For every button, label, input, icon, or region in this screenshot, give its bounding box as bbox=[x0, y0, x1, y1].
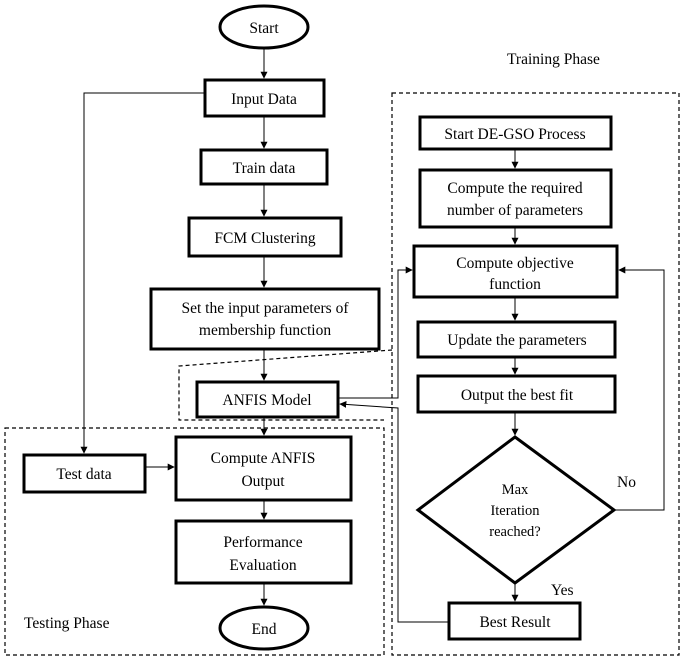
best-result-label: Best Result bbox=[479, 614, 551, 631]
input-data-node: Input Data bbox=[203, 78, 326, 118]
decision-label-1: Max bbox=[502, 482, 529, 498]
update-params-node: Update the parameters bbox=[416, 320, 617, 359]
compute-objective-node: Compute objective function bbox=[412, 244, 619, 299]
performance-label-2: Evaluation bbox=[229, 557, 296, 574]
testing-phase-label: Testing Phase bbox=[24, 615, 110, 632]
end-label: End bbox=[252, 621, 277, 638]
compute-anfis-node: Compute ANFIS Output bbox=[174, 435, 353, 502]
start-degso-label: Start DE-GSO Process bbox=[444, 126, 585, 143]
end-node: End bbox=[218, 605, 310, 651]
anfis-model-label: ANFIS Model bbox=[222, 392, 311, 409]
arrow-no-loop bbox=[614, 266, 665, 511]
train-data-node: Train data bbox=[199, 148, 329, 186]
fcm-clustering-label: FCM Clustering bbox=[214, 230, 315, 247]
test-data-label: Test data bbox=[56, 466, 111, 483]
compute-anfis-label-1: Compute ANFIS bbox=[211, 450, 316, 467]
compute-objective-label-2: function bbox=[489, 276, 541, 293]
decision-node: Max Iteration reached? bbox=[415, 435, 617, 585]
start-degso-node: Start DE-GSO Process bbox=[418, 115, 613, 151]
output-best-label: Output the best fit bbox=[461, 387, 574, 404]
train-data-label: Train data bbox=[233, 160, 296, 177]
arrow-anfis-objective bbox=[338, 266, 413, 399]
set-params-node: Set the input parameters of membership f… bbox=[149, 287, 381, 351]
performance-label-1: Performance bbox=[223, 534, 302, 551]
decision-label-2: Iteration bbox=[490, 503, 540, 519]
start-label: Start bbox=[249, 20, 279, 37]
performance-node: Performance Evaluation bbox=[174, 519, 353, 585]
anfis-model-node: ANFIS Model bbox=[195, 380, 340, 419]
input-data-label: Input Data bbox=[231, 91, 297, 108]
arrow-best-anfis bbox=[339, 400, 449, 623]
best-result-node: Best Result bbox=[447, 601, 582, 641]
no-label: No bbox=[617, 474, 636, 491]
anfis-region-border bbox=[178, 349, 393, 421]
testing-phase-region bbox=[4, 427, 385, 656]
decision-label-3: reached? bbox=[489, 524, 541, 540]
compute-anfis-label-2: Output bbox=[241, 473, 285, 490]
set-params-label-2: membership function bbox=[199, 322, 331, 339]
update-params-label: Update the parameters bbox=[447, 332, 586, 349]
yes-label: Yes bbox=[551, 582, 574, 599]
output-best-node: Output the best fit bbox=[416, 374, 617, 414]
training-phase-region bbox=[391, 92, 680, 656]
start-node: Start bbox=[218, 4, 310, 50]
test-data-node: Test data bbox=[22, 453, 147, 494]
arrow-input-test bbox=[80, 92, 205, 454]
compute-required-label-2: number of parameters bbox=[447, 202, 583, 219]
fcm-clustering-node: FCM Clustering bbox=[187, 216, 343, 258]
compute-required-label-1: Compute the required bbox=[447, 180, 582, 197]
training-phase-label: Training Phase bbox=[507, 51, 600, 68]
compute-required-node: Compute the required number of parameter… bbox=[418, 168, 613, 229]
compute-objective-label-1: Compute objective bbox=[456, 255, 574, 272]
set-params-label-1: Set the input parameters of bbox=[181, 300, 349, 317]
